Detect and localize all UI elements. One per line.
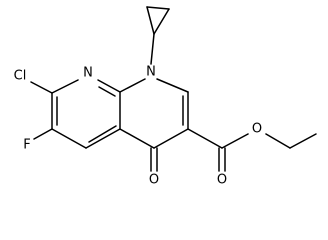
atom-carbonyl-oxygen-label: O — [217, 173, 227, 188]
bond-carboxyl-ester-o — [221, 133, 249, 149]
bond-ch2-ch3 — [289, 133, 317, 149]
bond-c5-c4a-inner — [88, 125, 117, 143]
bond-ester-o-ch2 — [265, 133, 291, 149]
bond-c8a-n8-inner — [98, 86, 116, 97]
bond-n1-c2 — [156, 78, 189, 93]
bond-cyclopropyl-2 — [146, 6, 155, 35]
chemical-structure: N N Cl F O O O — [14, 6, 317, 188]
atom-n1-label: N — [146, 65, 156, 80]
bond-cyclopropyl-3 — [153, 8, 170, 35]
atom-n8-label: N — [83, 66, 93, 81]
bond-cyclopropyl-n1 — [150, 33, 155, 65]
bond-c3-carboxyl — [187, 128, 223, 149]
atom-labels: N N Cl F O O O — [14, 65, 262, 188]
bond-c5-c4a — [85, 128, 121, 149]
atom-fluorine-label: F — [23, 138, 30, 153]
atom-ketone-oxygen-label: O — [149, 173, 159, 188]
bond-c7-cl — [30, 81, 53, 94]
bonds — [30, 6, 317, 172]
atom-chlorine-label: Cl — [14, 69, 27, 84]
bond-c4-c4a — [119, 128, 155, 149]
bond-n8-c7 — [51, 79, 79, 94]
bond-cyclopropyl-1 — [146, 6, 170, 10]
bond-c6-f — [33, 128, 53, 140]
atom-ester-oxygen-label: O — [252, 122, 262, 137]
bond-c8a-n1 — [119, 78, 146, 93]
bond-c8a-n8 — [97, 79, 121, 93]
bond-c6-c5 — [51, 128, 87, 149]
bond-c3-c4 — [153, 128, 189, 149]
